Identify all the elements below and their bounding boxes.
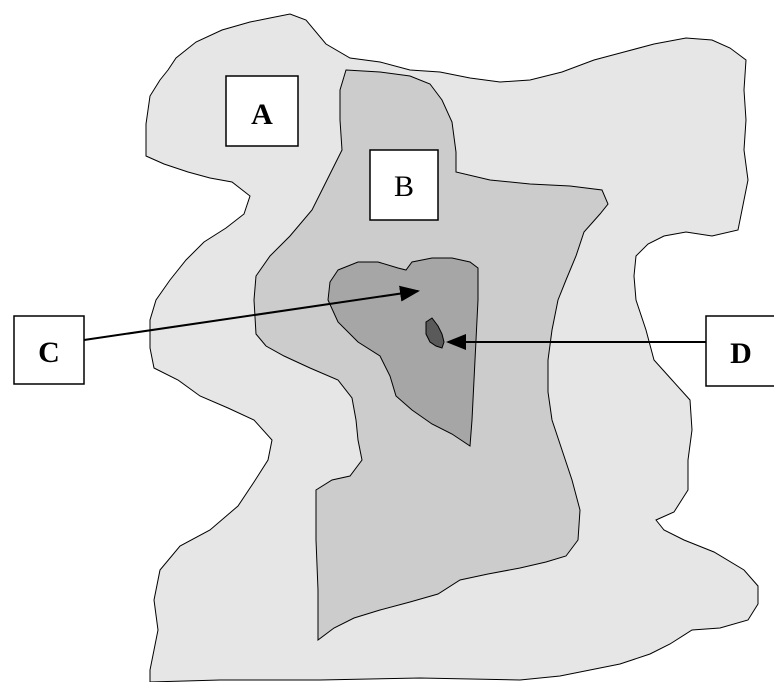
label-a-text: A xyxy=(251,98,273,131)
label-d-text: D xyxy=(730,337,752,370)
label-box-b: B xyxy=(369,149,439,221)
label-box-c: C xyxy=(13,315,85,385)
label-c-text: C xyxy=(38,336,60,369)
region-d-shape xyxy=(425,317,445,349)
label-b-text: B xyxy=(394,170,414,203)
arrow-c xyxy=(83,285,420,341)
label-box-a: A xyxy=(225,75,299,147)
label-box-d: D xyxy=(705,315,774,387)
region-c-shape xyxy=(327,257,479,447)
